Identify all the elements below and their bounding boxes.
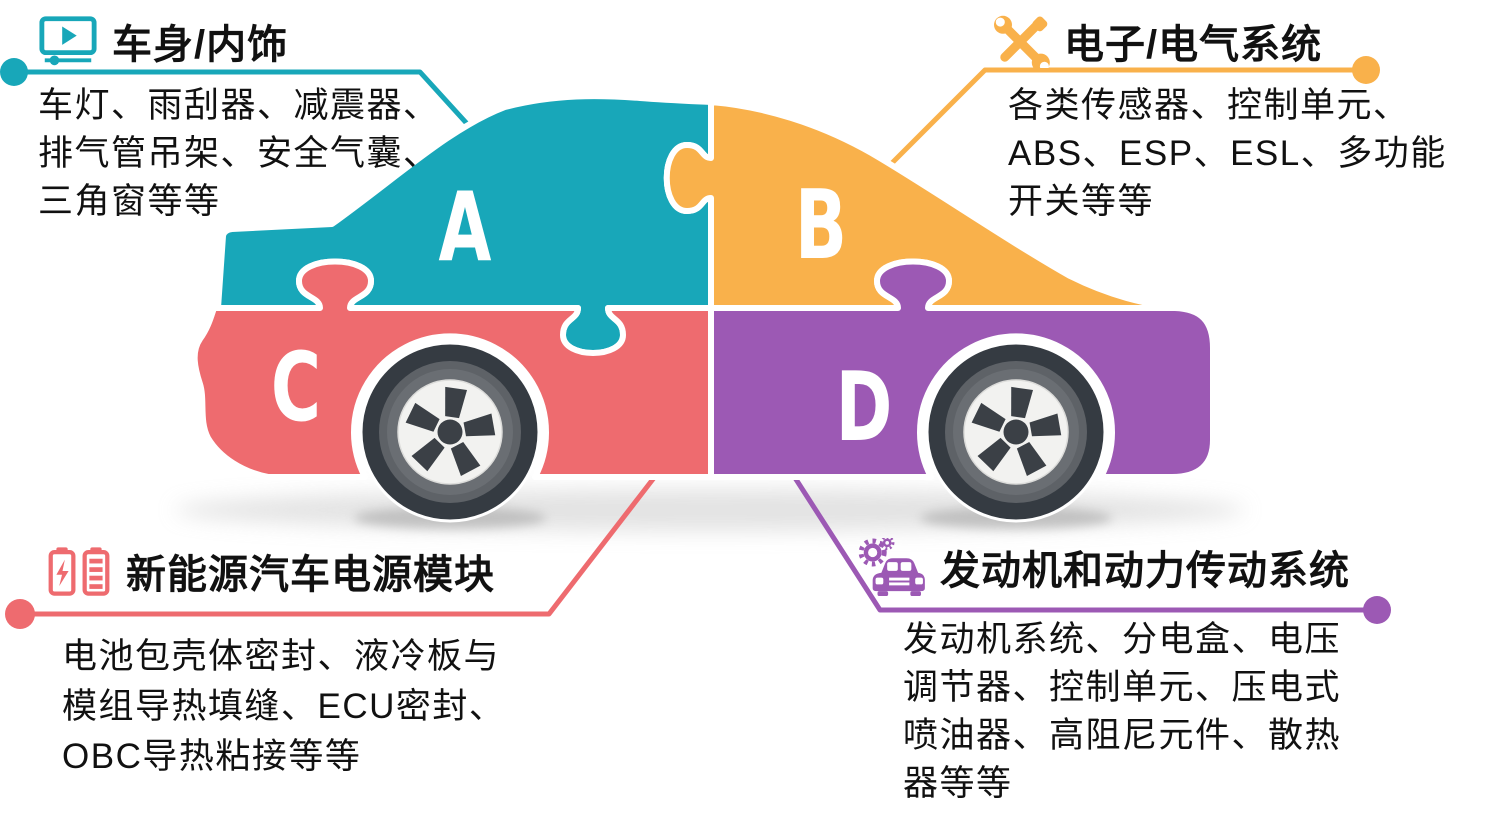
text-line: 器等等: [903, 764, 1013, 803]
leader-dots: [0, 56, 1391, 629]
text-line: 喷油器、高阻尼元件、散热: [903, 716, 1342, 755]
puzzle-pieces: [191, 93, 1216, 480]
panel-title-electronics: 电子/电气系统: [1064, 23, 1323, 67]
leader-line-electronics: [877, 67, 1369, 178]
piece-d-label: D: [836, 352, 893, 463]
piece-a-label: A: [439, 172, 492, 283]
dot-electronics: [1352, 56, 1380, 84]
leader-line-powertrain: [787, 467, 1380, 613]
text-line: 三角窗等等: [38, 182, 221, 221]
front-wheel: [359, 341, 541, 523]
panel-title-power-module: 新能源汽车电源模块: [126, 553, 495, 597]
piece-b-label: B: [795, 170, 847, 281]
panel-title-body-interior: 车身/内饰: [112, 23, 289, 67]
panel-header-electronics: 电子/电气系统: [992, 12, 1322, 70]
dot-power-module: [5, 599, 35, 629]
leader-line-power-module: [17, 467, 663, 617]
battery-icon: [48, 547, 110, 596]
text-line: 发动机系统、分电盒、电压: [903, 620, 1342, 659]
piece-c-label: C: [271, 332, 321, 443]
panel-body-electronics: 各类传感器、控制单元、 ABS、ESP、ESL、多功能 开关等等: [1008, 82, 1447, 226]
text-line: 模组导热填缝、ECU密封、: [62, 687, 506, 726]
text-line: 车灯、雨刮器、减震器、: [38, 86, 440, 125]
piece-d-powertrain: [708, 258, 1216, 480]
text-line: 排气管吊架、安全气囊、: [38, 134, 440, 173]
tools-icon: [994, 15, 1050, 68]
panel-header-body-interior: 车身/内饰: [38, 12, 288, 70]
puzzle-letters: A B C D: [271, 170, 892, 463]
text-line: 各类传感器、控制单元、: [1008, 86, 1410, 125]
gear-car-icon: [858, 538, 925, 596]
text-line: 开关等等: [1008, 182, 1155, 221]
panel-body-power-module: 电池包壳体密封、液冷板与 模组导热填缝、ECU密封、 OBC导热粘接等等: [62, 632, 505, 782]
video-player-icon: [39, 16, 97, 66]
panel-header-power-module: 新能源汽车电源模块: [46, 542, 495, 600]
panel-title-powertrain: 发动机和动力传动系统: [940, 549, 1350, 593]
text-line: OBC导热粘接等等: [62, 737, 362, 776]
piece-c-power-module: [191, 258, 714, 480]
dot-body-interior: [0, 58, 28, 86]
text-line: ABS、ESP、ESL、多功能: [1008, 134, 1447, 173]
panel-body-body-interior: 车灯、雨刮器、减震器、 排气管吊架、安全气囊、 三角窗等等: [38, 82, 440, 226]
text-line: 调节器、控制单元、压电式: [903, 668, 1342, 707]
panel-body-powertrain: 发动机系统、分电盒、电压 调节器、控制单元、压电式 喷油器、高阻尼元件、散热 器…: [903, 616, 1341, 808]
car-shadow: [175, 489, 1245, 531]
text-line: 电池包壳体密封、液冷板与: [62, 637, 501, 676]
panel-header-powertrain: 发动机和动力传动系统: [858, 538, 1350, 596]
dot-powertrain: [1363, 596, 1391, 624]
rear-wheel: [925, 341, 1107, 523]
